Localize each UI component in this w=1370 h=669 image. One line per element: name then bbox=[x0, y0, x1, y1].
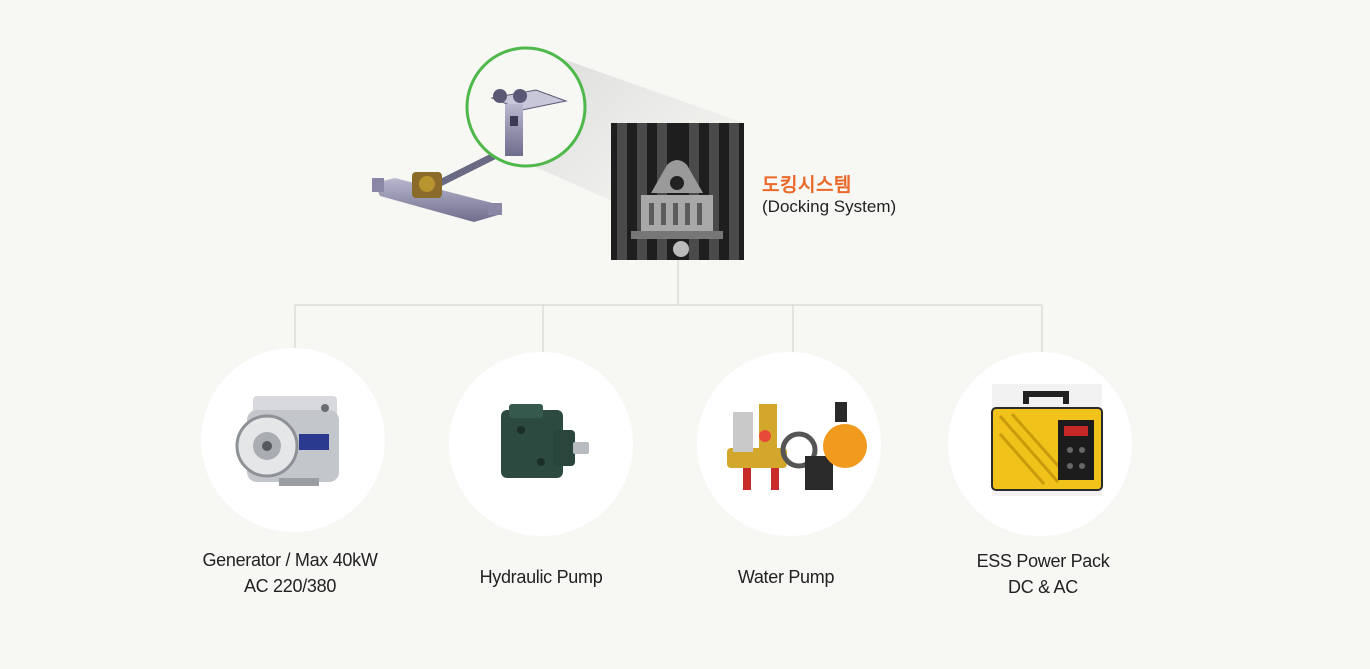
ess-power-pack-label: ESS Power Pack DC & AC bbox=[923, 548, 1163, 600]
product-generator[interactable] bbox=[201, 348, 385, 532]
docking-clamp-zoom-icon bbox=[490, 89, 568, 156]
water-pump-icon bbox=[727, 402, 867, 490]
docking-system-subtitle: (Docking System) bbox=[762, 197, 897, 216]
ess-power-pack-icon bbox=[991, 384, 1103, 496]
generator-icon bbox=[235, 396, 339, 486]
water-pump-label-line1: Water Pump bbox=[737, 567, 835, 587]
hydraulic-pump-label: Hydraulic Pump bbox=[421, 564, 661, 590]
product-hydraulic-pump[interactable] bbox=[449, 352, 633, 536]
hydraulic-pump-label-line1: Hydraulic Pump bbox=[479, 567, 603, 587]
product-ess-power-pack[interactable] bbox=[948, 352, 1132, 536]
docking-mechanism-photo bbox=[611, 123, 744, 260]
generator-label-line2: AC 220/380 bbox=[243, 576, 337, 596]
generator-label: Generator / Max 40kW AC 220/380 bbox=[170, 547, 410, 599]
product-water-pump[interactable] bbox=[697, 352, 881, 536]
ess-power-pack-label-line2: DC & AC bbox=[1008, 577, 1078, 597]
hydraulic-pump-icon bbox=[501, 404, 589, 478]
ess-power-pack-label-line1: ESS Power Pack bbox=[976, 551, 1110, 571]
docking-system-title: 도킹시스템 bbox=[762, 175, 852, 196]
water-pump-label: Water Pump bbox=[666, 564, 906, 590]
generator-label-line1: Generator / Max 40kW bbox=[202, 550, 378, 570]
connector-lines bbox=[294, 260, 1043, 352]
